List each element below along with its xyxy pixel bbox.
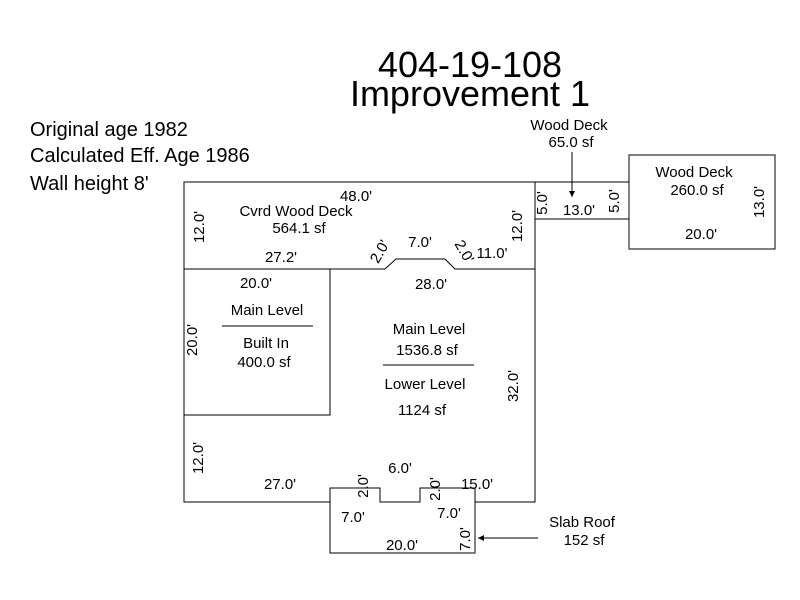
dim-slab-bottom: 20.0' [386, 537, 418, 554]
dim-slab-left: 7.0' [341, 509, 365, 526]
dim-deck-right: 12.0' [509, 210, 526, 242]
cvrd-deck-area: 564.1 sf [272, 220, 326, 237]
dim-deck-bottom-left: 27.2' [265, 249, 297, 266]
dim-small-deck-width: 13.0' [563, 202, 595, 219]
dim-notch-top: 6.0' [388, 460, 412, 477]
dim-notch-right: 2.0' [427, 477, 444, 501]
cvrd-deck-label: Cvrd Wood Deck [239, 203, 353, 220]
lower-level-area: 1124 sf [398, 402, 447, 419]
original-age: Original age 1982 [30, 119, 188, 141]
wall-height: Wall height 8' [30, 173, 149, 195]
slab-pointer-arrow [478, 535, 484, 541]
main-level-area: 1536.8 sf [396, 342, 459, 359]
small-deck-pointer-arrow [569, 191, 575, 197]
parcel-id: 404-19-108 [378, 44, 562, 85]
dim-deck-top: 48.0' [340, 188, 372, 205]
large-deck-label: Wood Deck [655, 164, 733, 181]
small-deck-label: Wood Deck [530, 117, 608, 134]
dim-main-right: 32.0' [505, 370, 522, 402]
dim-bottom-right: 15.0' [461, 476, 493, 493]
dim-large-deck-height: 13.0' [751, 186, 768, 218]
dim-bump-top: 7.0' [408, 234, 432, 251]
builtin-main-level-label: Main Level [231, 302, 304, 319]
dim-builtin-width: 20.0' [240, 275, 272, 292]
dim-deck-bottom-right: 11.0' [477, 245, 508, 262]
dim-bump-right: 2.0' [451, 237, 478, 266]
large-deck-outline [628, 154, 776, 250]
large-deck-area: 260.0 sf [670, 182, 724, 199]
improvement-title: Improvement 1 [350, 73, 590, 114]
slab-roof-area: 152 sf [564, 532, 606, 549]
dim-large-deck-width: 20.0' [685, 226, 717, 243]
dim-lower-left: 12.0' [190, 442, 207, 474]
builtin-area: 400.0 sf [237, 354, 291, 371]
dim-notch-left: 2.0' [355, 474, 372, 498]
builtin-room-outline [183, 269, 331, 416]
slab-roof-label: Slab Roof [549, 514, 616, 531]
small-deck-area: 65.0 sf [548, 134, 594, 151]
sketch-lines [183, 152, 776, 554]
dim-small-deck-right: 5.0' [606, 189, 623, 213]
building-outline [183, 181, 536, 503]
dim-main-top: 28.0' [415, 276, 447, 293]
dim-bump-left: 2.0' [367, 237, 394, 266]
dim-deck-left: 12.0' [191, 211, 208, 243]
slab-roof-outline [329, 502, 476, 554]
dim-bottom-left: 27.0' [264, 476, 296, 493]
dim-slab-right: 7.0' [457, 527, 474, 551]
dim-small-deck-left: 5.0' [534, 191, 551, 215]
builtin-label: Built In [243, 335, 289, 352]
main-level-label: Main Level [393, 321, 466, 338]
dim-slab-right-top: 7.0' [437, 505, 461, 522]
deck-bottom-line [184, 258, 535, 270]
calculated-eff-age: Calculated Eff. Age 1986 [30, 145, 250, 167]
lower-level-label: Lower Level [385, 376, 466, 393]
dim-builtin-height: 20.0' [184, 324, 201, 356]
